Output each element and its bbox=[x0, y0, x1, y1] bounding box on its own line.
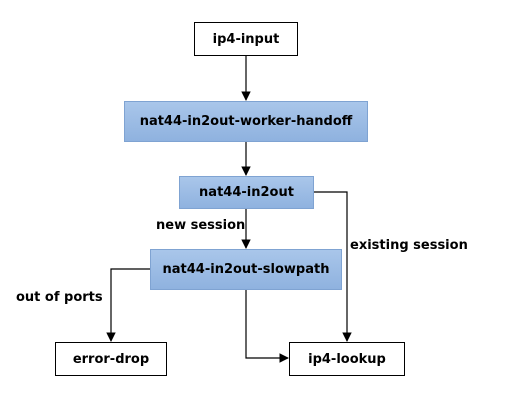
edge-in2out-to-lookup bbox=[314, 191, 352, 342]
node-worker-handoff-label: nat44-in2out-worker-handoff bbox=[139, 114, 353, 129]
node-error-drop: error-drop bbox=[55, 342, 167, 376]
edge-slowpath-to-lookup bbox=[245, 290, 289, 363]
label-out-of-ports: out of ports bbox=[16, 290, 103, 305]
node-in2out-label: nat44-in2out bbox=[199, 185, 294, 200]
edge-slowpath-to-drop bbox=[106, 268, 150, 342]
node-ip4-input-label: ip4-input bbox=[212, 31, 280, 47]
node-ip4-lookup: ip4-lookup bbox=[289, 342, 405, 376]
node-ip4-lookup-label: ip4-lookup bbox=[308, 351, 386, 367]
node-error-drop-label: error-drop bbox=[72, 351, 150, 367]
node-slowpath: nat44-in2out-slowpath bbox=[150, 249, 342, 290]
node-slowpath-label: nat44-in2out-slowpath bbox=[162, 262, 330, 277]
node-in2out: nat44-in2out bbox=[179, 176, 314, 209]
node-worker-handoff: nat44-in2out-worker-handoff bbox=[124, 101, 368, 142]
label-new-session: new session bbox=[156, 218, 246, 233]
node-ip4-input: ip4-input bbox=[194, 22, 298, 56]
label-existing-session: existing session bbox=[350, 238, 468, 253]
